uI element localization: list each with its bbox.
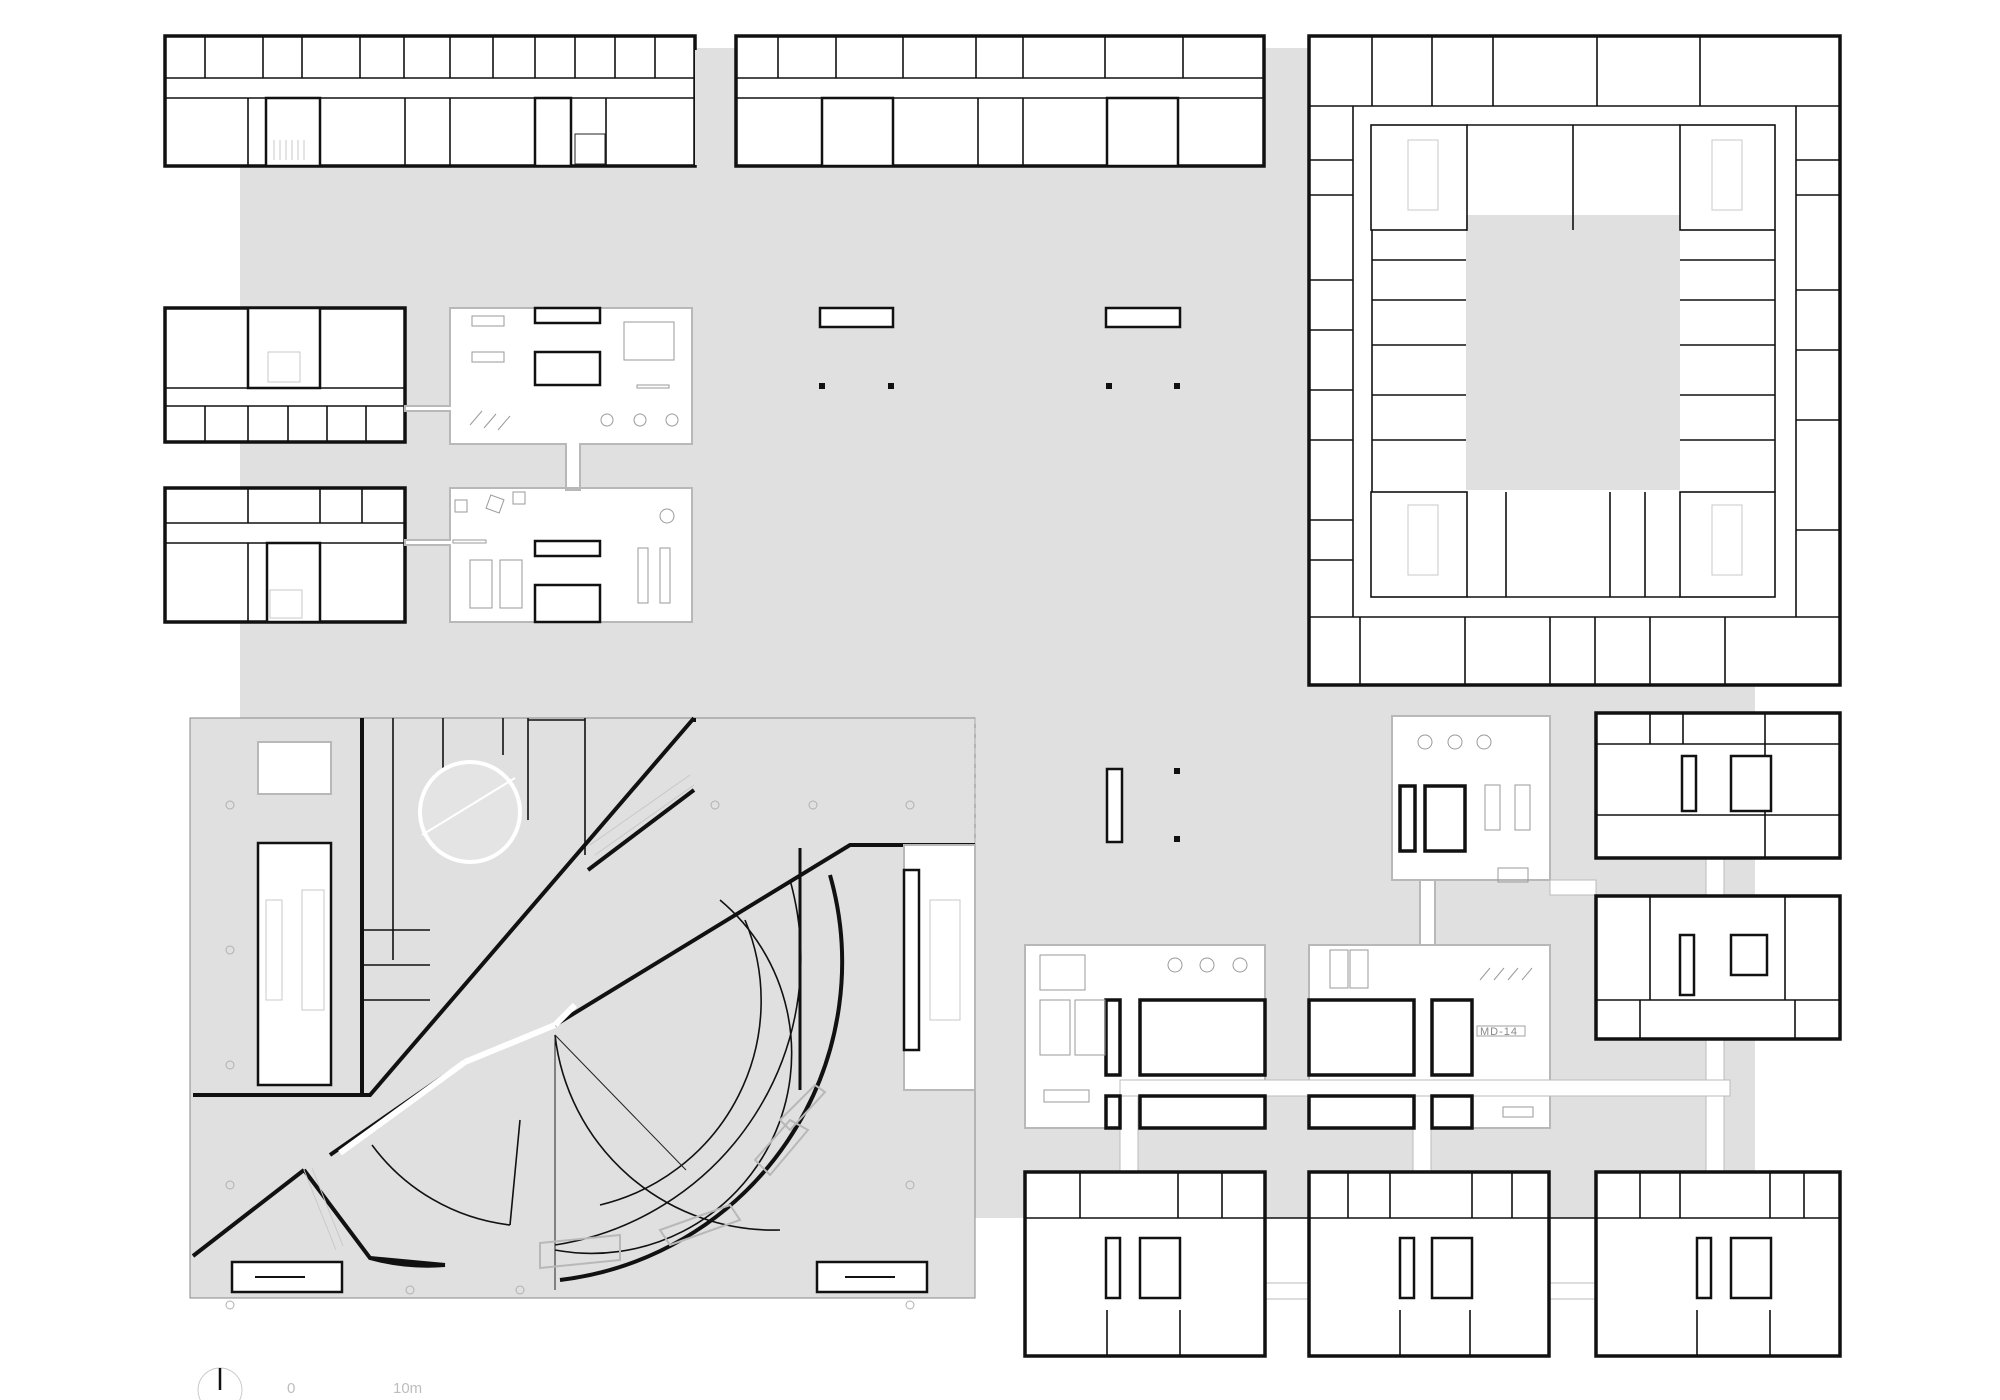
top-left-wing xyxy=(163,34,697,168)
scale-end-label: 10m xyxy=(393,1380,422,1397)
top-middle-wing xyxy=(734,34,1266,168)
bottom-right-cluster: MD-14 xyxy=(1023,711,1842,1358)
north-arrow-icon xyxy=(197,1367,243,1400)
courtyard xyxy=(1466,215,1680,490)
lounge-b xyxy=(404,487,693,624)
round-room xyxy=(418,760,522,864)
lounge-a xyxy=(404,306,693,491)
left-upper-wing xyxy=(163,306,407,444)
room-tag-label: MD-14 xyxy=(1480,1026,1518,1038)
kiosks xyxy=(818,306,1182,844)
left-lower-wing xyxy=(163,486,407,624)
legend: 0 10m xyxy=(197,1367,422,1400)
room-tag-box xyxy=(1476,1025,1526,1037)
auditorium-hall xyxy=(189,716,976,1310)
top-connector xyxy=(695,50,736,165)
right-courtyard-block xyxy=(1307,34,1842,687)
scale-start-label: 0 xyxy=(287,1380,295,1397)
